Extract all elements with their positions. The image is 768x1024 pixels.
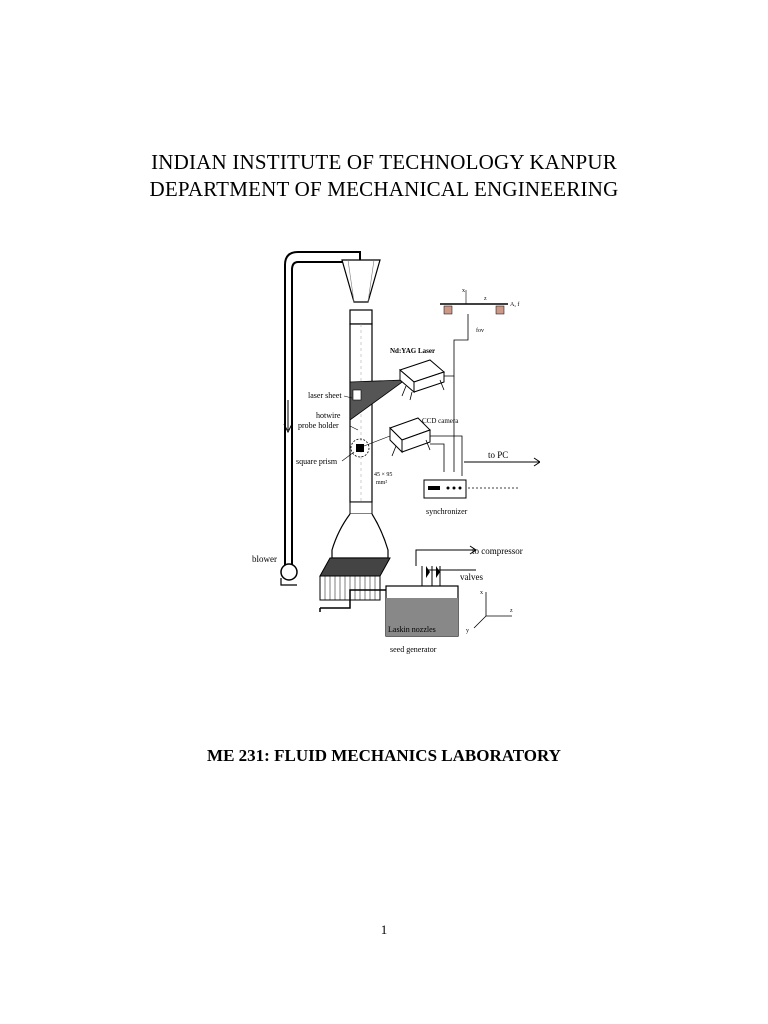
synchronizer-box: [423, 479, 467, 499]
laser-sheet-shape: [349, 379, 407, 421]
laser-unit: [399, 359, 445, 401]
laskin-label: Laskin nozzles: [388, 625, 436, 634]
svg-text:45 × 95: 45 × 95: [374, 472, 392, 478]
svg-text:x: x: [462, 288, 465, 294]
page-number: 1: [380, 922, 388, 937]
seed-generator-label: seed generator: [390, 645, 437, 654]
svg-text:z: z: [484, 296, 487, 302]
traverse: [440, 290, 508, 315]
department-title: DEPARTMENT OF MECHANICAL ENGINEERING: [149, 177, 619, 201]
axis-triad: [473, 592, 512, 629]
course-title: ME 231: FLUID MECHANICS LABORATORY: [207, 746, 561, 765]
blower-shape: [280, 563, 298, 581]
hotwire-label: hotwire: [316, 411, 341, 420]
svg-text:A, f: A, f: [510, 301, 519, 308]
valves-label: valves: [460, 572, 483, 582]
svg-text:fov: fov: [476, 327, 484, 334]
institute-title: INDIAN INSTITUTE OF TECHNOLOGY KANPUR: [151, 150, 617, 174]
top-contraction: [341, 259, 381, 303]
settling-chamber: [319, 557, 391, 577]
ccd-label: CCD camera: [422, 417, 459, 425]
svg-text:z: z: [510, 608, 513, 614]
probe-holder-label: probe holder: [298, 421, 339, 430]
svg-text:mm²: mm²: [376, 480, 387, 486]
laser-label: Nd:YAG Laser: [390, 347, 435, 355]
svg-text:y: y: [466, 628, 469, 634]
square-prism-label: square prism: [296, 457, 338, 466]
svg-text:x: x: [480, 590, 483, 596]
experimental-setup-diagram: blower laser sheet hotwire probe holder …: [240, 240, 541, 660]
synchronizer-label: synchronizer: [426, 507, 468, 516]
diffuser: [331, 513, 389, 559]
to-pc-label: to PC: [488, 450, 508, 460]
blower-duct: [284, 251, 361, 570]
laser-sheet-label: laser sheet: [308, 391, 342, 400]
to-compressor-label: to compressor: [472, 546, 523, 556]
blower-label: blower: [252, 554, 277, 564]
flow-arrow: [283, 400, 293, 434]
